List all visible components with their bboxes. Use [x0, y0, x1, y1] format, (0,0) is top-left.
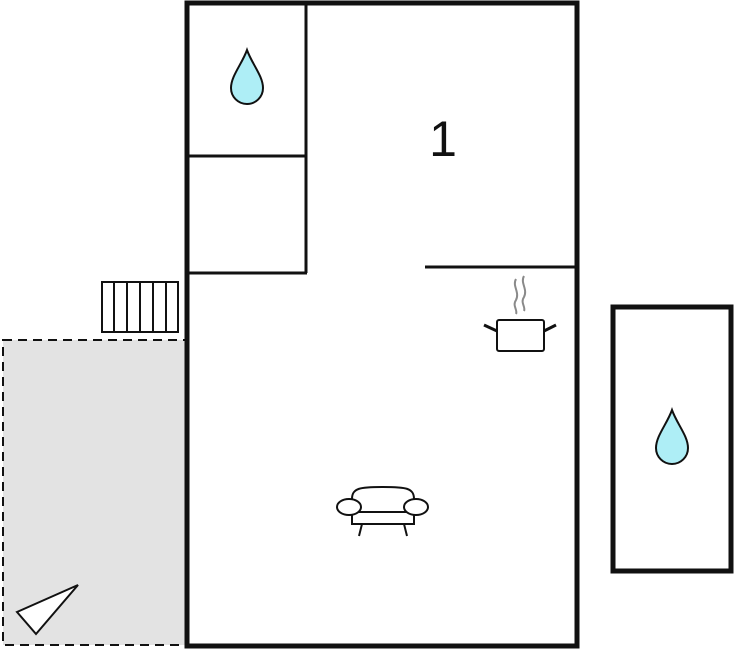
interior-walls: [188, 3, 577, 275]
water-drop-icon: [654, 407, 690, 465]
room-number: 1: [429, 111, 457, 167]
terrace-area: [2, 339, 187, 646]
steam-icon: [513, 278, 519, 315]
stairs-icon: [101, 281, 179, 333]
sun-lounger-icon: [15, 584, 79, 636]
water-drop-icon: [229, 47, 265, 105]
terrace-outline: [2, 339, 187, 646]
sofa-icon: [336, 485, 429, 537]
pool-area: [610, 304, 734, 574]
cooking-pot-icon: [483, 275, 557, 352]
